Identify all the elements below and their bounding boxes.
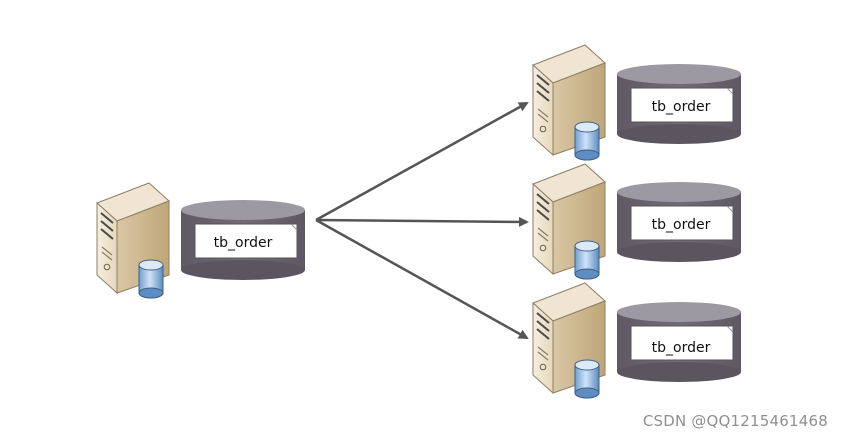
arrow-to-target-3 [315, 218, 529, 340]
source-node: tb_order [96, 182, 306, 299]
table-label: tb_order [652, 99, 711, 115]
target-node-2: tb_order [532, 163, 742, 280]
replication-arrows [315, 101, 529, 340]
target-node-3: tb_order [532, 282, 742, 399]
arrow-to-target-1 [315, 101, 529, 222]
server-icon [532, 44, 606, 161]
table-label: tb_order [652, 340, 711, 356]
table-label: tb_order [652, 217, 711, 233]
watermark: CSDN @QQ1215461468 [642, 412, 828, 430]
arrow-to-target-2 [315, 216, 529, 227]
server-icon [532, 163, 606, 280]
server-icon [532, 282, 606, 399]
server-icon [96, 182, 170, 299]
table-label: tb_order [214, 235, 273, 251]
target-node-1: tb_order [532, 44, 742, 161]
